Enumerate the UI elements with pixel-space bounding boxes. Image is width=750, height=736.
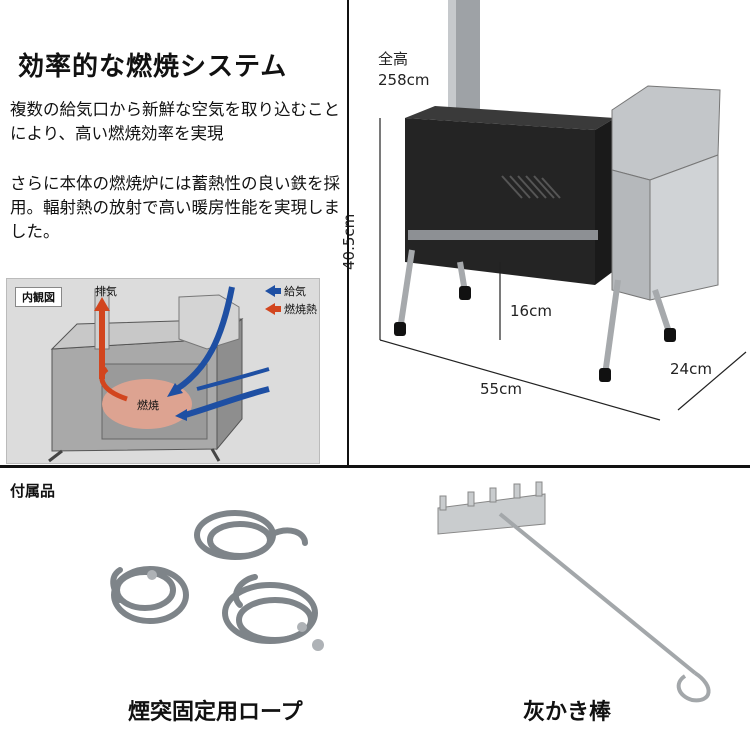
rope-icon (110, 510, 324, 651)
depth-value: 24cm (670, 360, 712, 378)
burn-label: 燃焼 (137, 399, 159, 412)
legend-air: 給気 (284, 285, 306, 298)
horizontal-divider (0, 465, 750, 468)
body-height-value: 40.5cm (340, 213, 358, 270)
inner-view-illustration (7, 279, 319, 463)
paragraph-iron: さらに本体の燃焼炉には蓄熱性の良い鉄を採用。輻射熱の放射で高い暖房性能を実現しま… (10, 174, 340, 241)
total-height-value: 258cm (378, 71, 430, 89)
inner-view-diagram: 内観図 排気 給気 燃焼熱 燃焼 (6, 278, 320, 464)
exhaust-label: 排気 (95, 285, 117, 298)
section-title: 効率的な燃焼システム (18, 52, 288, 82)
rope-caption: 煙突固定用ロープ (128, 700, 303, 725)
legend-heat: 燃焼熱 (284, 303, 317, 316)
poker-caption: 灰かき棒 (523, 700, 612, 725)
stove-product-photo (379, 0, 747, 421)
leg-height-value: 16cm (510, 302, 552, 320)
accessories-title: 付属品 (10, 482, 56, 500)
vertical-divider (347, 0, 349, 465)
inner-view-label: 内観図 (15, 287, 62, 307)
total-height-label: 全高 (378, 50, 409, 68)
ash-poker-icon (437, 481, 711, 703)
paragraph-intake: 複数の給気口から新鮮な空気を取り込むことにより、高い燃焼効率を実現 (10, 100, 340, 143)
width-value: 55cm (480, 380, 522, 398)
